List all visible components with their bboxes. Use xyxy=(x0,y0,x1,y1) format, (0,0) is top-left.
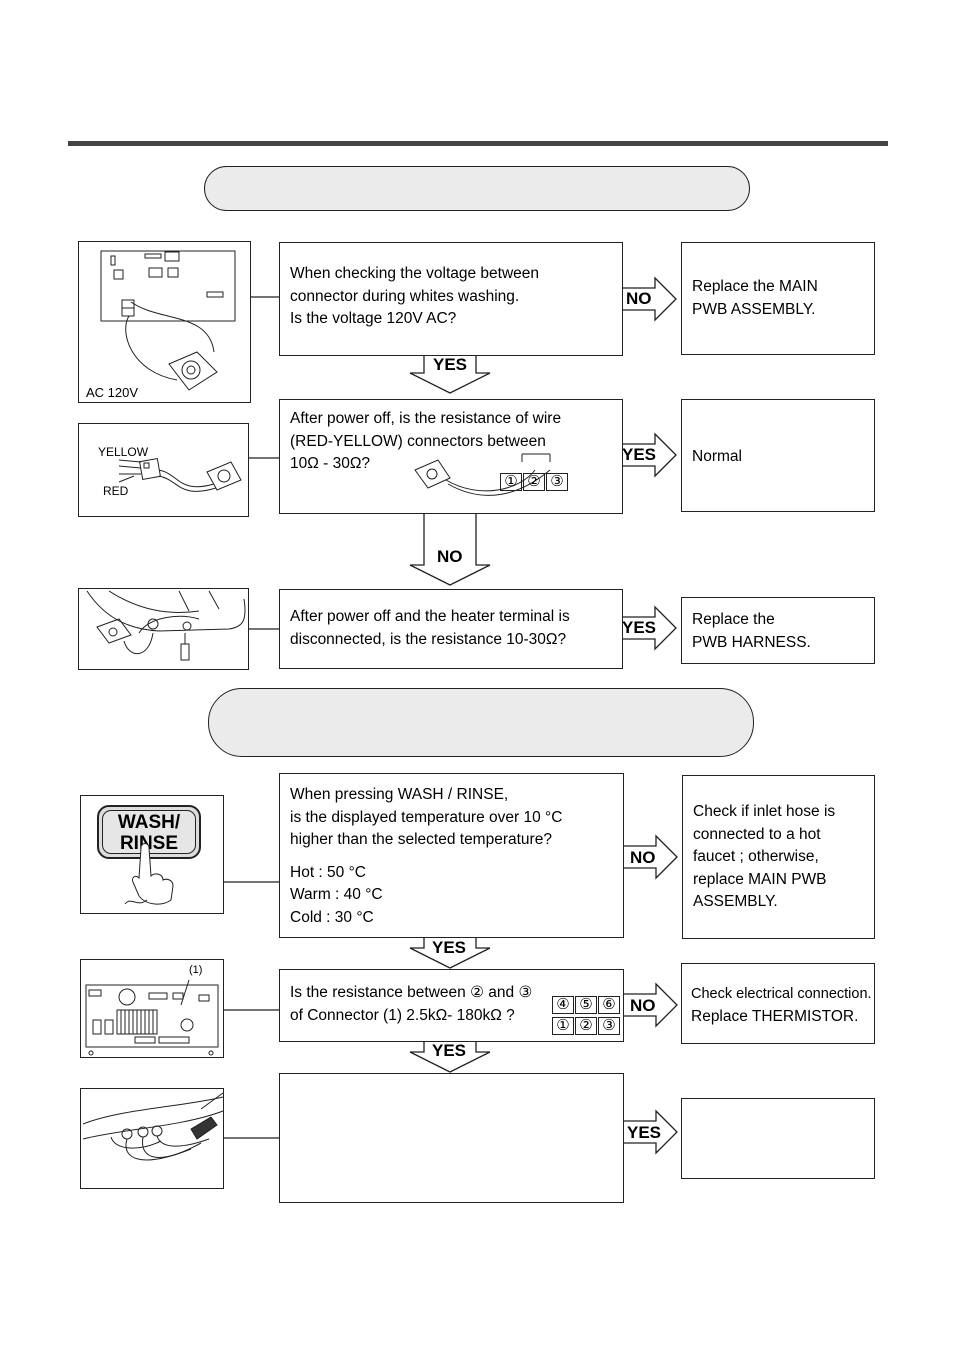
question-line: (RED-YELLOW) connectors between xyxy=(290,432,546,450)
action-line: faucet ; otherwise, xyxy=(693,848,819,865)
red-wire-label: RED xyxy=(103,484,129,498)
no-label-1: NO xyxy=(626,289,652,308)
question-line: connector during whites washing. xyxy=(290,287,520,305)
no-label-4: NO xyxy=(630,848,656,867)
question-line: of Connector (1) 2.5kΩ- 180kΩ ? xyxy=(290,1006,515,1024)
connector-1-label: (1) xyxy=(189,964,203,976)
question-heater-check-box xyxy=(279,1073,624,1203)
no-label-2: NO xyxy=(437,547,463,566)
pin-5: ⑤ xyxy=(575,996,597,1014)
question-line: When checking the voltage between xyxy=(290,265,540,282)
section-title-1 xyxy=(204,166,750,211)
question-thermistor-box: Is the resistance between ② and ③ of Con… xyxy=(279,969,624,1042)
voltage-label: AC 120V xyxy=(86,385,139,400)
section-title-2 xyxy=(208,688,754,757)
tub-thermistor-illustration xyxy=(80,1088,224,1189)
question-heater-resistance-box: After power off and the heater terminal … xyxy=(279,589,623,669)
no-label-5: NO xyxy=(630,996,656,1015)
question-temperature-box: When pressing WASH / RINSE, is the displ… xyxy=(279,773,624,938)
yes-label-1: YES xyxy=(433,355,468,374)
action-line: PWB ASSEMBLY. xyxy=(692,300,816,318)
pin-3: ③ xyxy=(598,1017,620,1035)
heater-terminal-illustration xyxy=(78,588,249,670)
result-normal: Normal xyxy=(681,399,875,512)
action-check-inlet-hose: Check if inlet hose is connected to a ho… xyxy=(682,775,875,939)
yes-label-3: YES xyxy=(622,618,657,637)
yes-label-2: YES xyxy=(622,445,657,464)
temp-warm: Warm : 40 °C xyxy=(290,886,383,903)
action-line: connected to a hot xyxy=(693,825,821,843)
temp-hot: Hot : 50 °C xyxy=(290,863,366,881)
header-rule xyxy=(68,141,888,146)
yes-label-5: YES xyxy=(432,1041,467,1060)
pin-4: ④ xyxy=(552,996,574,1014)
wash-rinse-button-illustration: WASH/ RINSE xyxy=(80,795,224,914)
pin-2: ② xyxy=(523,473,545,491)
action-line: Replace THERMISTOR. xyxy=(691,1007,859,1025)
question-line: is the displayed temperature over 10 °C xyxy=(290,808,563,826)
result-line: Normal xyxy=(692,448,742,465)
action-check-electrical: Check electrical connection. Replace THE… xyxy=(681,963,875,1044)
connector-probe-sketch xyxy=(414,453,551,496)
question-wire-resistance-box: After power off, is the resistance of wi… xyxy=(279,399,623,514)
yellow-wire-label: YELLOW xyxy=(98,445,149,459)
question-line: Is the resistance between ② and ③ xyxy=(290,984,533,1001)
pin-2: ② xyxy=(575,1017,597,1035)
question-line: After power off and the heater terminal … xyxy=(290,608,570,625)
question-line: disconnected, is the resistance 10-30Ω? xyxy=(290,630,567,648)
question-line: 10Ω - 30Ω? xyxy=(290,455,371,472)
action-replace-pwb-harness: Replace the PWB HARNESS. xyxy=(681,597,875,664)
pin-3: ③ xyxy=(546,473,568,491)
rinse-label: RINSE xyxy=(119,833,179,854)
yes-label-6: YES xyxy=(627,1123,662,1142)
wire-connector-illustration: YELLOW RED xyxy=(78,423,249,517)
question-line: Is the voltage 120V AC? xyxy=(290,310,457,327)
pcb-connector-illustration: AC 120V xyxy=(78,241,251,403)
action-line: replace MAIN PWB xyxy=(693,870,827,888)
pressing-finger xyxy=(124,843,174,905)
pin-6: ⑥ xyxy=(598,996,620,1014)
action-replace-main-pwb: Replace the MAIN PWB ASSEMBLY. xyxy=(681,242,875,355)
action-line: Check if inlet hose is xyxy=(693,803,836,820)
action-line: Replace the xyxy=(692,611,775,628)
question-line: higher than the selected temperature? xyxy=(290,831,552,848)
action-line: Check electrical connection. xyxy=(691,986,872,1002)
question-voltage-box: When checking the voltage between connec… xyxy=(279,242,623,356)
action-line: Replace the MAIN xyxy=(692,278,818,295)
control-pcb-illustration: (1) xyxy=(80,959,224,1058)
wash-label: WASH/ xyxy=(117,812,181,833)
pin-1: ① xyxy=(552,1017,574,1035)
result-box-final xyxy=(681,1098,875,1179)
temp-cold: Cold : 30 °C xyxy=(290,908,374,926)
action-line: PWB HARNESS. xyxy=(692,633,811,651)
action-line: ASSEMBLY. xyxy=(693,893,778,910)
pin-1: ① xyxy=(500,473,522,491)
question-line: After power off, is the resistance of wi… xyxy=(290,410,562,427)
question-line: When pressing WASH / RINSE, xyxy=(290,786,509,803)
yes-label-4: YES xyxy=(432,938,467,957)
